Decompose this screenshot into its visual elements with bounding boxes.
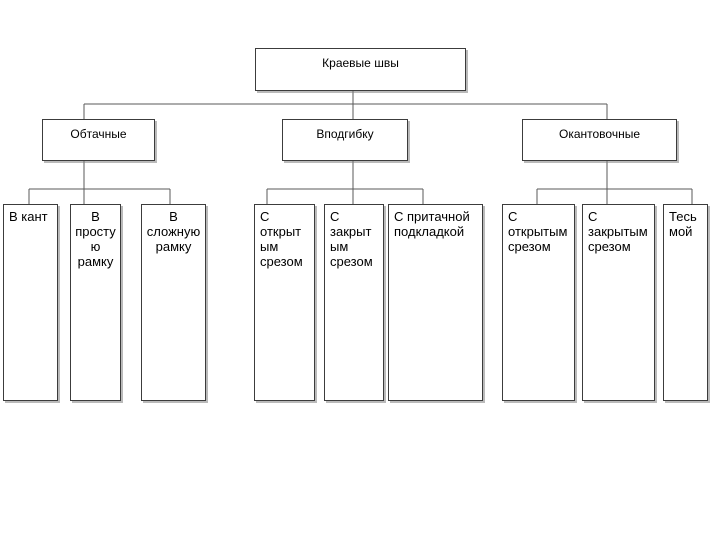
node-s-zakrytym-srezom-okantovochnye: С закрытым срезом bbox=[582, 204, 655, 401]
node-v-prostuyu-ramku: В простую рамку bbox=[70, 204, 121, 401]
node-s-pritachnoy-podkladkoy: С притачной подкладкой bbox=[388, 204, 483, 401]
node-s-otkrytym-srezom-okantovochnye: С открытым срезом bbox=[502, 204, 575, 401]
node-v-kant: В кант bbox=[3, 204, 58, 401]
node-obtachnye: Обтачные bbox=[42, 119, 155, 161]
node-v-slozhnuyu-ramku: В сложную рамку bbox=[141, 204, 206, 401]
node-s-otkrytym-srezom-vpodgibku: С открытым срезом bbox=[254, 204, 315, 401]
node-okantovochnye: Окантовочные bbox=[522, 119, 677, 161]
node-s-zakrytym-srezom-vpodgibku: С закрытым срезом bbox=[324, 204, 384, 401]
node-tesmoy: Тесьмой bbox=[663, 204, 708, 401]
node-vpodgibku: Вподгибку bbox=[282, 119, 408, 161]
node-kraevye-shvy: Краевые швы bbox=[255, 48, 466, 91]
